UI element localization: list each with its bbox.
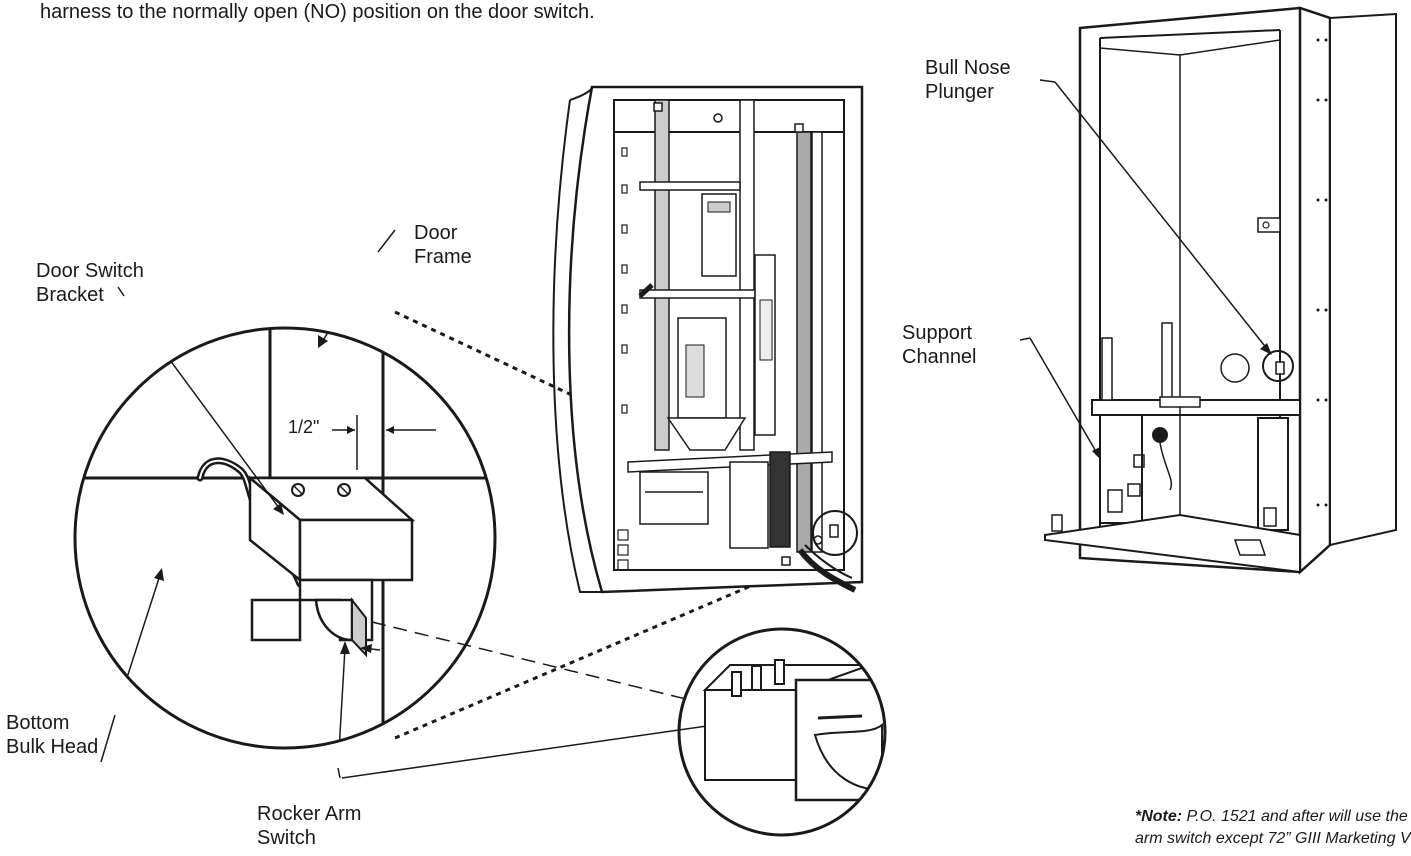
label-bottom-bulk-head: Bottom Bulk Head bbox=[6, 712, 99, 758]
rocker-switch-detail-circle bbox=[677, 627, 887, 837]
footnote: *Note: P.O. 1521 and after will use the … bbox=[1135, 806, 1411, 850]
label-door-switch-bracket: Door Switch Bracket bbox=[36, 260, 144, 306]
intro-text: harness to the normally open (NO) positi… bbox=[40, 1, 595, 23]
note-prefix: *Note: bbox=[1135, 808, 1183, 825]
label-door-frame: Door Frame bbox=[414, 222, 472, 268]
vending-cabinet-front bbox=[552, 85, 864, 594]
dimension-half-inch: 1/2" bbox=[288, 417, 320, 437]
note-line-2: arm switch except 72” GIII Marketing V bbox=[1135, 830, 1411, 847]
note-line-1: P.O. 1521 and after will use the bbox=[1182, 808, 1408, 825]
cabinet-shell-right bbox=[1044, 6, 1397, 575]
label-bull-nose-plunger: Bull Nose Plunger bbox=[925, 57, 1011, 103]
door-switch-detail-circle bbox=[73, 326, 497, 750]
label-rocker-arm-switch: Rocker Arm Switch bbox=[257, 803, 362, 849]
label-support-channel: Support Channel bbox=[902, 322, 977, 368]
